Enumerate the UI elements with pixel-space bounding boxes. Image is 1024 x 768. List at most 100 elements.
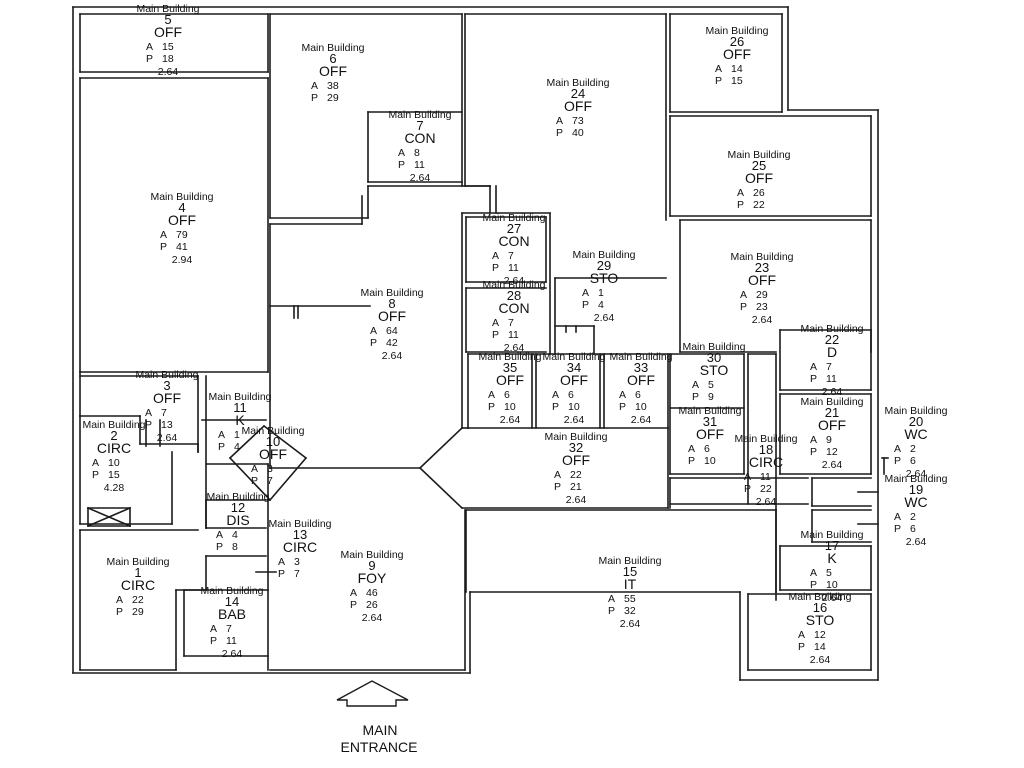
room-perimeter: 22 bbox=[760, 483, 772, 495]
room-building-name: Main Building bbox=[800, 323, 863, 335]
room-number: 12 bbox=[231, 500, 245, 515]
room-building-name: Main Building bbox=[682, 341, 745, 353]
room-area: 26 bbox=[753, 187, 765, 199]
room-height: 2.64 bbox=[504, 275, 525, 287]
room-height: 2.64 bbox=[620, 618, 641, 630]
room-building-name: Main Building bbox=[730, 251, 793, 263]
room-number: 7 bbox=[416, 118, 423, 133]
perimeter-prefix: P bbox=[740, 301, 747, 313]
room-area: 8 bbox=[414, 147, 420, 159]
room-area: 64 bbox=[386, 325, 398, 337]
room-height: 2.94 bbox=[172, 254, 193, 266]
area-prefix: A bbox=[688, 443, 695, 455]
room-area: 5 bbox=[826, 567, 832, 579]
room-perimeter: 4 bbox=[234, 441, 240, 453]
room-building-name: Main Building bbox=[206, 491, 269, 503]
entrance-marker: MAIN ENTRANCE bbox=[336, 680, 418, 755]
room-type: OFF bbox=[496, 372, 524, 388]
room-area: 11 bbox=[760, 471, 771, 483]
walls bbox=[72, 6, 889, 681]
room-building-name: Main Building bbox=[544, 431, 607, 443]
area-prefix: A bbox=[740, 289, 747, 301]
room-type: CON bbox=[498, 300, 529, 316]
perimeter-prefix: P bbox=[894, 455, 901, 467]
room-perimeter: 11 bbox=[226, 635, 237, 647]
room-area: 38 bbox=[327, 80, 339, 92]
room-building-name: Main Building bbox=[800, 529, 863, 541]
room-number: 26 bbox=[730, 34, 744, 49]
area-prefix: A bbox=[492, 317, 499, 329]
room-height: 2.64 bbox=[566, 494, 587, 506]
room-perimeter: 11 bbox=[508, 262, 519, 274]
room-perimeter: 7 bbox=[267, 475, 273, 487]
room-height: 2.64 bbox=[822, 592, 843, 604]
room-building-name: Main Building bbox=[268, 518, 331, 530]
room-area: 22 bbox=[570, 469, 582, 481]
perimeter-prefix: P bbox=[810, 579, 817, 591]
room-perimeter: 6 bbox=[910, 455, 916, 467]
room-number: 24 bbox=[571, 86, 585, 101]
perimeter-prefix: P bbox=[619, 401, 626, 413]
room-perimeter: 8 bbox=[232, 541, 238, 553]
perimeter-prefix: P bbox=[145, 419, 152, 431]
area-prefix: A bbox=[146, 41, 153, 53]
room-height: 2.64 bbox=[594, 312, 615, 324]
room-perimeter: 29 bbox=[132, 606, 144, 618]
room-area: 73 bbox=[572, 115, 584, 127]
room-type: CIRC bbox=[121, 577, 155, 593]
area-prefix: A bbox=[810, 434, 817, 446]
area-prefix: A bbox=[160, 229, 167, 241]
room-perimeter: 41 bbox=[176, 241, 188, 253]
room-type: CON bbox=[498, 233, 529, 249]
room-height: 2.64 bbox=[504, 342, 525, 354]
room-area: 29 bbox=[756, 289, 768, 301]
room-perimeter: 26 bbox=[366, 599, 378, 611]
room-building-name: Main Building bbox=[360, 287, 423, 299]
room-number: 20 bbox=[909, 414, 923, 429]
room-building-name: Main Building bbox=[136, 3, 199, 15]
room-perimeter: 11 bbox=[826, 373, 837, 385]
perimeter-prefix: P bbox=[554, 481, 561, 493]
room-building-name: Main Building bbox=[150, 191, 213, 203]
room-building-name: Main Building bbox=[734, 433, 797, 445]
area-prefix: A bbox=[894, 511, 901, 523]
room-number: 14 bbox=[225, 594, 239, 609]
room-height: 2.64 bbox=[822, 386, 843, 398]
room-type: OFF bbox=[319, 63, 347, 79]
room-type: OFF bbox=[153, 390, 181, 406]
perimeter-prefix: P bbox=[350, 599, 357, 611]
room-type: WC bbox=[904, 426, 927, 442]
area-prefix: A bbox=[715, 63, 722, 75]
room-height: 2.64 bbox=[810, 654, 831, 666]
area-prefix: A bbox=[398, 147, 405, 159]
perimeter-prefix: P bbox=[692, 391, 699, 403]
perimeter-prefix: P bbox=[218, 441, 225, 453]
perimeter-prefix: P bbox=[798, 641, 805, 653]
perimeter-prefix: P bbox=[492, 329, 499, 341]
area-prefix: A bbox=[744, 471, 751, 483]
area-prefix: A bbox=[582, 287, 589, 299]
room-number: 22 bbox=[825, 332, 839, 347]
room-perimeter: 10 bbox=[504, 401, 516, 413]
room-building-name: Main Building bbox=[478, 351, 541, 363]
room-building-name: Main Building bbox=[884, 473, 947, 485]
room-perimeter: 14 bbox=[814, 641, 826, 653]
room-area: 4 bbox=[232, 529, 238, 541]
room-building-name: Main Building bbox=[727, 149, 790, 161]
room-building-name: Main Building bbox=[388, 109, 451, 121]
entrance-arrow-icon bbox=[336, 680, 409, 707]
room-building-name: Main Building bbox=[482, 279, 545, 291]
perimeter-prefix: P bbox=[608, 605, 615, 617]
area-prefix: A bbox=[251, 463, 258, 475]
perimeter-prefix: P bbox=[556, 127, 563, 139]
